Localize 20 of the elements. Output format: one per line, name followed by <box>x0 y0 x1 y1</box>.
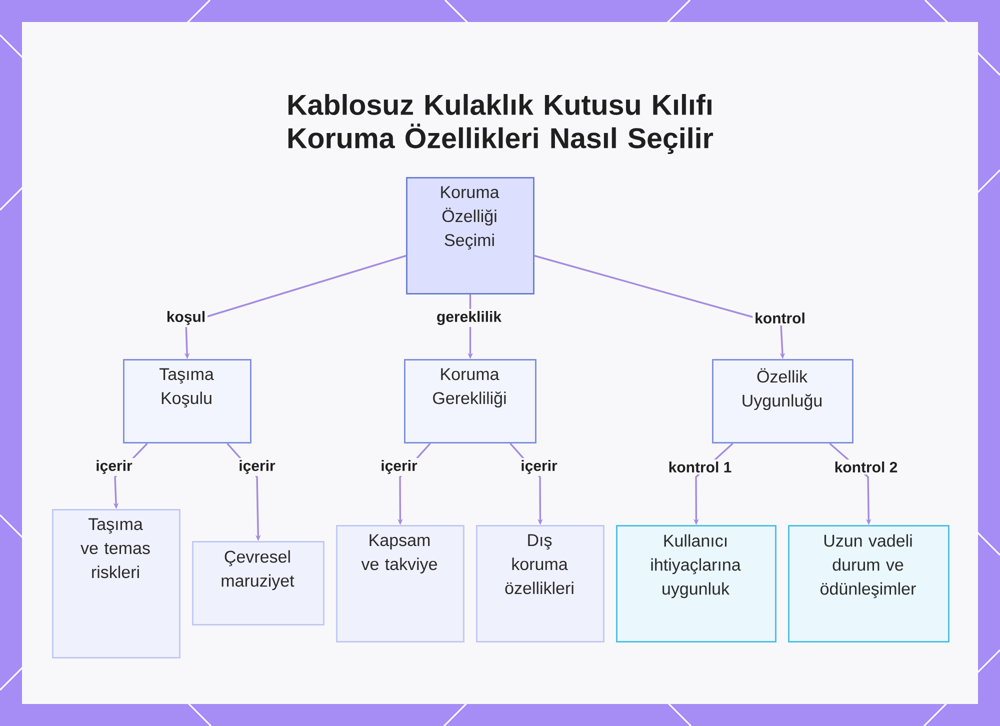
concept-box: Dış koruma özellikleri <box>476 525 604 642</box>
concept-box: Taşıma Koşulu <box>123 359 252 444</box>
title: Kablosuz Kulaklık Kutusu Kılıfı Koruma Özellikleri Nasıl Seçilir <box>288 94 714 154</box>
concept-box: Kapsam ve takviye <box>336 525 464 642</box>
concept-box: Kullanıcı ihtiyaçlarına uygunluk <box>616 525 776 642</box>
edge-label: içerir <box>236 458 278 476</box>
concept-box: Koruma Gerekliliği <box>404 359 536 444</box>
concept-box: Taşıma ve temas riskleri <box>52 509 180 658</box>
edge-label: koşul <box>164 309 208 327</box>
edge-label: içerir <box>94 458 134 476</box>
edge-label: içerir <box>518 458 560 476</box>
edge-label: kontrol 2 <box>832 460 900 475</box>
edge-label: kontrol 1 <box>666 460 734 475</box>
concept-box: Özellik Uygunluğu <box>712 359 854 444</box>
concept-box: Çevresel maruziyet <box>192 541 324 626</box>
edge-label: gereklilik <box>434 308 504 328</box>
edge-label: içerir <box>378 458 420 476</box>
root-box: Koruma Özelliği Seçimi <box>406 177 534 294</box>
concept-box: Uzun vadeli durum ve ödünleşimler <box>788 525 950 642</box>
edge-label: kontrol <box>752 310 808 326</box>
